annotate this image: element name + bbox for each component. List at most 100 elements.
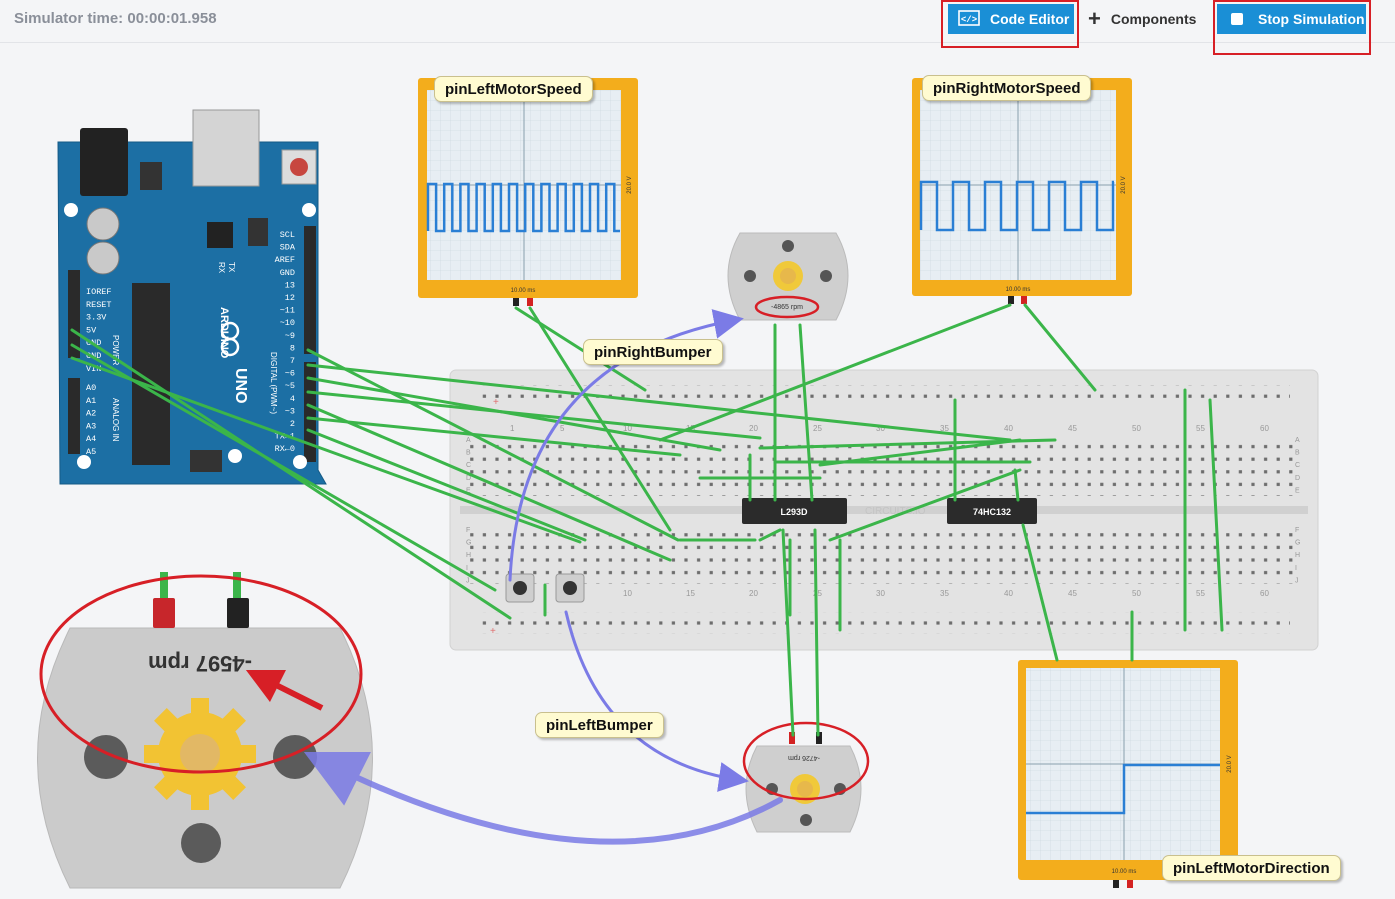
simulator-time: Simulator time: 00:00:01.958 xyxy=(14,10,217,27)
breadboard-row-letter: E xyxy=(1295,487,1300,494)
right-dc-motor[interactable]: -4865 rpm xyxy=(727,232,849,321)
breadboard-row-letter: C xyxy=(1295,462,1300,469)
scope-right-motor-speed[interactable]: 10.00 ms 20.0 V xyxy=(912,78,1132,304)
breadboard-row-letter: B xyxy=(1295,450,1300,457)
arduino-power-pin-label: VIN xyxy=(86,364,101,374)
breadboard-column-number: 10 xyxy=(623,424,632,433)
scope-left-time: 10.00 ms xyxy=(511,288,536,294)
scope-dir-time: 10.00 ms xyxy=(1112,869,1137,875)
arduino-analog-pin-label: A4 xyxy=(86,434,96,444)
wires xyxy=(70,303,1224,737)
arduino-power-title: POWER xyxy=(111,335,120,365)
arduino-tx-label: TX xyxy=(227,262,236,273)
breadboard-row-letter: I xyxy=(1295,565,1297,572)
breadboard-row-letter: H xyxy=(466,552,471,559)
arduino-rx-label: RX xyxy=(217,262,226,274)
chip-l293d-label: L293D xyxy=(780,507,808,517)
zoom-motor-rpm: -4597 rpm xyxy=(148,651,252,676)
breadboard-column-number: 10 xyxy=(623,589,632,598)
breadboard-column-number: 20 xyxy=(749,424,758,433)
arduino-digital-pin-label: SCL xyxy=(280,230,295,240)
stop-simulation-label: Stop Simulation xyxy=(1258,11,1365,27)
arduino-digital-pin-label: GND xyxy=(280,268,295,278)
arduino-digital-pin-label: ~11 xyxy=(280,306,295,316)
scope-dir-volt: 20.0 V xyxy=(1227,755,1233,772)
breadboard-column-number: 30 xyxy=(876,589,885,598)
breadboard-column-number: 50 xyxy=(1132,424,1141,433)
left-bumper-button[interactable] xyxy=(505,573,535,603)
arduino-digital-pin-label: 13 xyxy=(285,280,295,290)
breadboard-column-number: 25 xyxy=(813,424,822,433)
breadboard-column-number: 40 xyxy=(1004,424,1013,433)
arduino-power-pin-label: 3.3V xyxy=(86,313,107,323)
breadboard-row-letter: D xyxy=(1295,475,1300,482)
breadboard-column-number: 30 xyxy=(876,424,885,433)
breadboard-column-number: 25 xyxy=(813,589,822,598)
arduino-digital-pin-label: 7 xyxy=(290,356,295,366)
breadboard-column-number: 60 xyxy=(1260,589,1269,598)
label-left-motor-direction: pinLeftMotorDirection xyxy=(1162,855,1341,881)
breadboard-column-number: 35 xyxy=(940,424,949,433)
arduino-analog-pin-label: A1 xyxy=(86,396,96,406)
label-left-bumper: pinLeftBumper xyxy=(535,712,664,738)
scope-right-time: 10.00 ms xyxy=(1006,287,1031,293)
toolbar: Simulator time: 00:00:01.958 </> Code Ed… xyxy=(0,0,1395,43)
scope-left-motor-direction[interactable]: 10.00 ms 20.0 V xyxy=(1018,660,1238,888)
breadboard-row-letter: H xyxy=(1295,552,1300,559)
breadboard-row-letter: A xyxy=(1295,437,1300,444)
highlight-code-editor xyxy=(941,0,1079,48)
left-motor-rpm: -4726 rpm xyxy=(788,754,820,761)
arduino-digital-pin-label: 4 xyxy=(290,394,295,404)
arduino-digital-pin-label: 2 xyxy=(290,419,295,429)
breadboard-row-letter: B xyxy=(466,450,471,457)
arduino-analog-pin-label: A5 xyxy=(86,447,96,457)
scope-left-motor-speed[interactable]: 10.00 ms 20.0 V xyxy=(418,78,638,306)
stop-icon xyxy=(1231,13,1243,25)
code-editor-button[interactable]: </> Code Editor xyxy=(948,4,1074,34)
breadboard-column-number: 15 xyxy=(686,589,695,598)
breadboard-row-letter: C xyxy=(466,462,471,469)
breadboard-column-number: 55 xyxy=(1196,424,1205,433)
arduino-digital-pin-label: ~3 xyxy=(285,406,295,416)
arduino-digital-pin-label: 12 xyxy=(285,293,295,303)
components-label: Components xyxy=(1110,11,1197,27)
chip-74hc132-label: 74HC132 xyxy=(973,507,1011,517)
breadboard-row-letter: F xyxy=(1295,527,1299,534)
breadboard-column-number: 40 xyxy=(1004,589,1013,598)
arduino-analog-pin-label: A0 xyxy=(86,383,96,393)
plus-rail-marker: + xyxy=(493,397,499,408)
code-editor-label: Code Editor xyxy=(990,11,1070,27)
arduino-digital-pin-label: 8 xyxy=(290,343,295,353)
components-button[interactable]: + Components xyxy=(1084,4,1208,34)
breadboard-row-letter: E xyxy=(466,487,471,494)
label-right-bumper: pinRightBumper xyxy=(583,339,723,365)
breadboard-row-letter: D xyxy=(466,475,471,482)
stop-simulation-button[interactable]: Stop Simulation xyxy=(1217,4,1366,34)
arduino-power-pin-label: 5V xyxy=(86,325,97,335)
right-motor-rpm: -4865 rpm xyxy=(771,304,803,311)
chip-74hc132[interactable]: 74HC132 xyxy=(947,498,1037,524)
breadboard-row-letter: F xyxy=(466,527,470,534)
breadboard-column-number: 60 xyxy=(1260,424,1269,433)
breadboard-column-number: 45 xyxy=(1068,424,1077,433)
breadboard-watermark: CIRCUITS.IO xyxy=(865,506,926,517)
breadboard-column-number: 5 xyxy=(560,424,565,433)
breadboard-column-number: 50 xyxy=(1132,589,1141,598)
chip-l293d[interactable]: L293D xyxy=(742,498,847,524)
arduino-digital-title: DIGITAL (PWM~) xyxy=(269,352,278,414)
breadboard-row-letter: G xyxy=(1295,540,1300,547)
scope-right-volt: 20.0 V xyxy=(1121,176,1127,193)
svg-text:</>: </> xyxy=(961,15,977,25)
arduino-analog-title: ANALOG IN xyxy=(111,398,120,442)
arduino-digital-pin-label: ~10 xyxy=(280,318,295,328)
arduino-power-pin-label: IOREF xyxy=(86,287,112,297)
arduino-model: UNO xyxy=(232,368,249,404)
right-bumper-button[interactable] xyxy=(555,573,585,603)
breadboard-row-letter: G xyxy=(466,540,471,547)
left-dc-motor[interactable]: -4726 rpm xyxy=(742,721,870,833)
